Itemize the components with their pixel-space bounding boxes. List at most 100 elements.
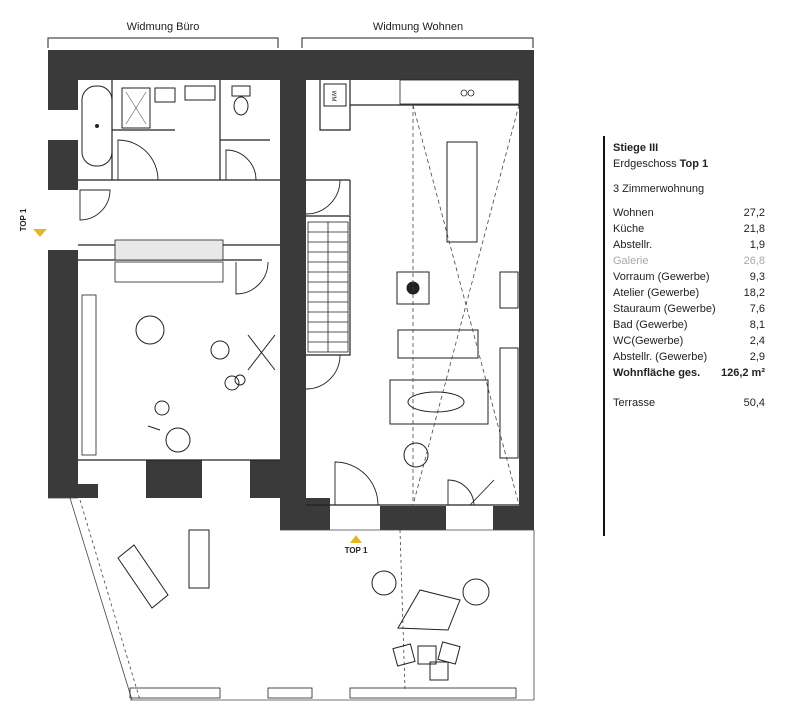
room-area: 2,9 (749, 351, 765, 363)
wall-bottom-pier (146, 460, 202, 498)
room-name: Abstellr. (613, 239, 653, 251)
wall-bottom-left (48, 484, 98, 498)
walls (48, 50, 534, 530)
total-label: Wohnfläche ges. (613, 367, 701, 379)
wall-top-right (280, 50, 534, 80)
dimension-bracket-buero (47, 37, 279, 48)
desk-chair-icon (210, 334, 276, 391)
floor-label: Erdgeschoss (613, 158, 677, 170)
room-area: 27,2 (743, 207, 765, 219)
total-row: Wohnfläche ges. 126,2 m² (613, 365, 773, 381)
wall-right (519, 50, 534, 530)
armchair-icon (147, 400, 191, 453)
floor-unit-label: Erdgeschoss Top 1 (613, 156, 773, 172)
room-row: Wohnen 27,2 (613, 205, 773, 221)
terrace-value: 50,4 (743, 397, 765, 409)
table-round-icon (135, 315, 165, 345)
shower-icon (121, 87, 151, 129)
lounge-chair-icon (403, 442, 429, 468)
room-row: Stauraum (Gewerbe) 7,6 (613, 301, 773, 317)
entrance-marker-bottom (350, 535, 362, 543)
info-panel: Stiege III Erdgeschoss Top 1 3 Zimmerwoh… (603, 136, 773, 536)
dimension-bracket-wohnen (301, 37, 534, 48)
room-row: Galerie 26,8 (613, 253, 773, 269)
room-area: 2,4 (749, 335, 765, 347)
label-widmung-wohnen: Widmung Wohnen (373, 21, 463, 33)
room-name: Stauraum (Gewerbe) (613, 303, 716, 315)
stiege-label: Stiege III (613, 142, 659, 154)
room-area: 26,8 (743, 255, 765, 267)
room-name: Atelier (Gewerbe) (613, 287, 700, 299)
toilet-icon (231, 85, 251, 116)
room-row: Bad (Gewerbe) 8,1 (613, 317, 773, 333)
label-top-side: TOP 1 (19, 208, 28, 231)
room-row: WC(Gewerbe) 2,4 (613, 333, 773, 349)
room-area: 1,9 (749, 239, 765, 251)
terrace-row: Terrasse 50,4 (613, 395, 773, 411)
shelving-unit (114, 239, 224, 283)
room-row: Atelier (Gewerbe) 18,2 (613, 285, 773, 301)
room-name: Galerie (613, 255, 649, 267)
wall-bottom-mid (380, 506, 446, 530)
room-name: Abstellr. (Gewerbe) (613, 351, 708, 363)
terrace-table-icon (371, 570, 490, 631)
unit-label: Top 1 (679, 158, 709, 170)
room-row: Vorraum (Gewerbe) 9,3 (613, 269, 773, 285)
tv-unit (499, 271, 519, 459)
door-swing (469, 479, 495, 506)
wall-center (280, 50, 306, 530)
door-swing (117, 139, 159, 181)
room-name: WC(Gewerbe) (613, 335, 684, 347)
washing-machine-icon (323, 83, 347, 107)
doors (79, 139, 495, 506)
door-swing (225, 149, 257, 181)
wall-left-upper (48, 50, 78, 110)
door-swing (305, 354, 341, 390)
room-area: 21,8 (743, 223, 765, 235)
planter-icons (129, 687, 517, 699)
wall-left-lower (48, 250, 78, 498)
room-name: Küche (613, 223, 645, 235)
room-name: Wohnen (613, 207, 654, 219)
staircase (307, 221, 349, 353)
label-widmung-buero: Widmung Büro (127, 21, 200, 33)
room-row: Abstellr. 1,9 (613, 237, 773, 253)
arrow-marker-icon (350, 535, 362, 543)
coffee-table-icon (389, 379, 489, 425)
wall-top-left (48, 50, 280, 80)
room-row: Küche 21,8 (613, 221, 773, 237)
kitchen-counter (399, 79, 520, 105)
room-area: 8,1 (749, 319, 765, 331)
terrace-outline (48, 497, 535, 701)
sun-lounger-icon (117, 529, 210, 609)
label-wm: WM (330, 91, 336, 102)
gallery-outline (412, 104, 520, 506)
bathtub-icon (81, 85, 113, 167)
sofa-icon (397, 329, 479, 359)
cushion-icons (392, 641, 461, 681)
door-swing (235, 261, 269, 295)
arrow-marker-icon (33, 229, 47, 237)
room-area: 9,3 (749, 271, 765, 283)
entrance-marker-side (33, 229, 47, 237)
room-area: 18,2 (743, 287, 765, 299)
apartment-type: 3 Zimmerwohnung (613, 183, 705, 195)
room-name: Vorraum (Gewerbe) (613, 271, 710, 283)
wall-bottom-right-buero (250, 460, 280, 498)
room-area: 7,6 (749, 303, 765, 315)
sink-icon (154, 85, 216, 103)
total-value: 126,2 m² (720, 367, 765, 379)
dining-table-icon (446, 141, 478, 243)
door-swing (334, 461, 379, 506)
door-swing (79, 189, 111, 221)
door-swing (305, 179, 341, 215)
wall-left-mid (48, 140, 78, 190)
room-row: Abstellr. (Gewerbe) 2,9 (613, 349, 773, 365)
terrace-label: Terrasse (613, 397, 656, 409)
wall-shelf-left (81, 294, 97, 456)
door-swing (447, 479, 475, 506)
wall-center-lower (280, 498, 330, 530)
label-top-bottom: TOP 1 (345, 546, 368, 555)
room-name: Bad (Gewerbe) (613, 319, 688, 331)
